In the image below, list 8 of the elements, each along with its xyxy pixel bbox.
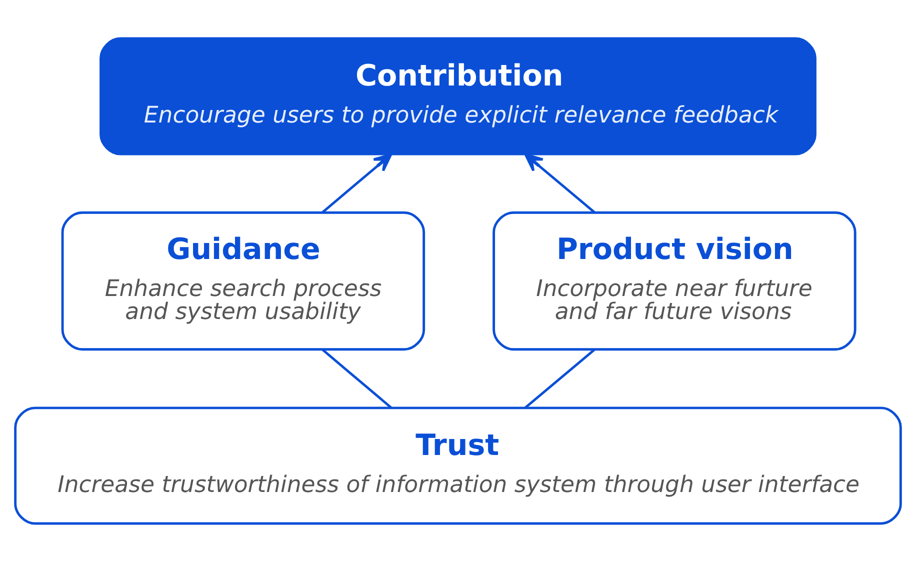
connector <box>322 348 392 409</box>
node-box: Product vision Incorporate near furture and far future visons <box>492 211 856 351</box>
node-box: Trust Increase trustworthiness of information system through user interface <box>14 406 902 525</box>
connector <box>524 348 596 409</box>
arrow <box>524 153 596 214</box>
node-box: Contribution Encourage users to provide explicit relevance feedback <box>100 37 816 156</box>
arrow <box>322 153 392 214</box>
node-box: Guidance Enhance search process and system usability <box>61 211 426 351</box>
